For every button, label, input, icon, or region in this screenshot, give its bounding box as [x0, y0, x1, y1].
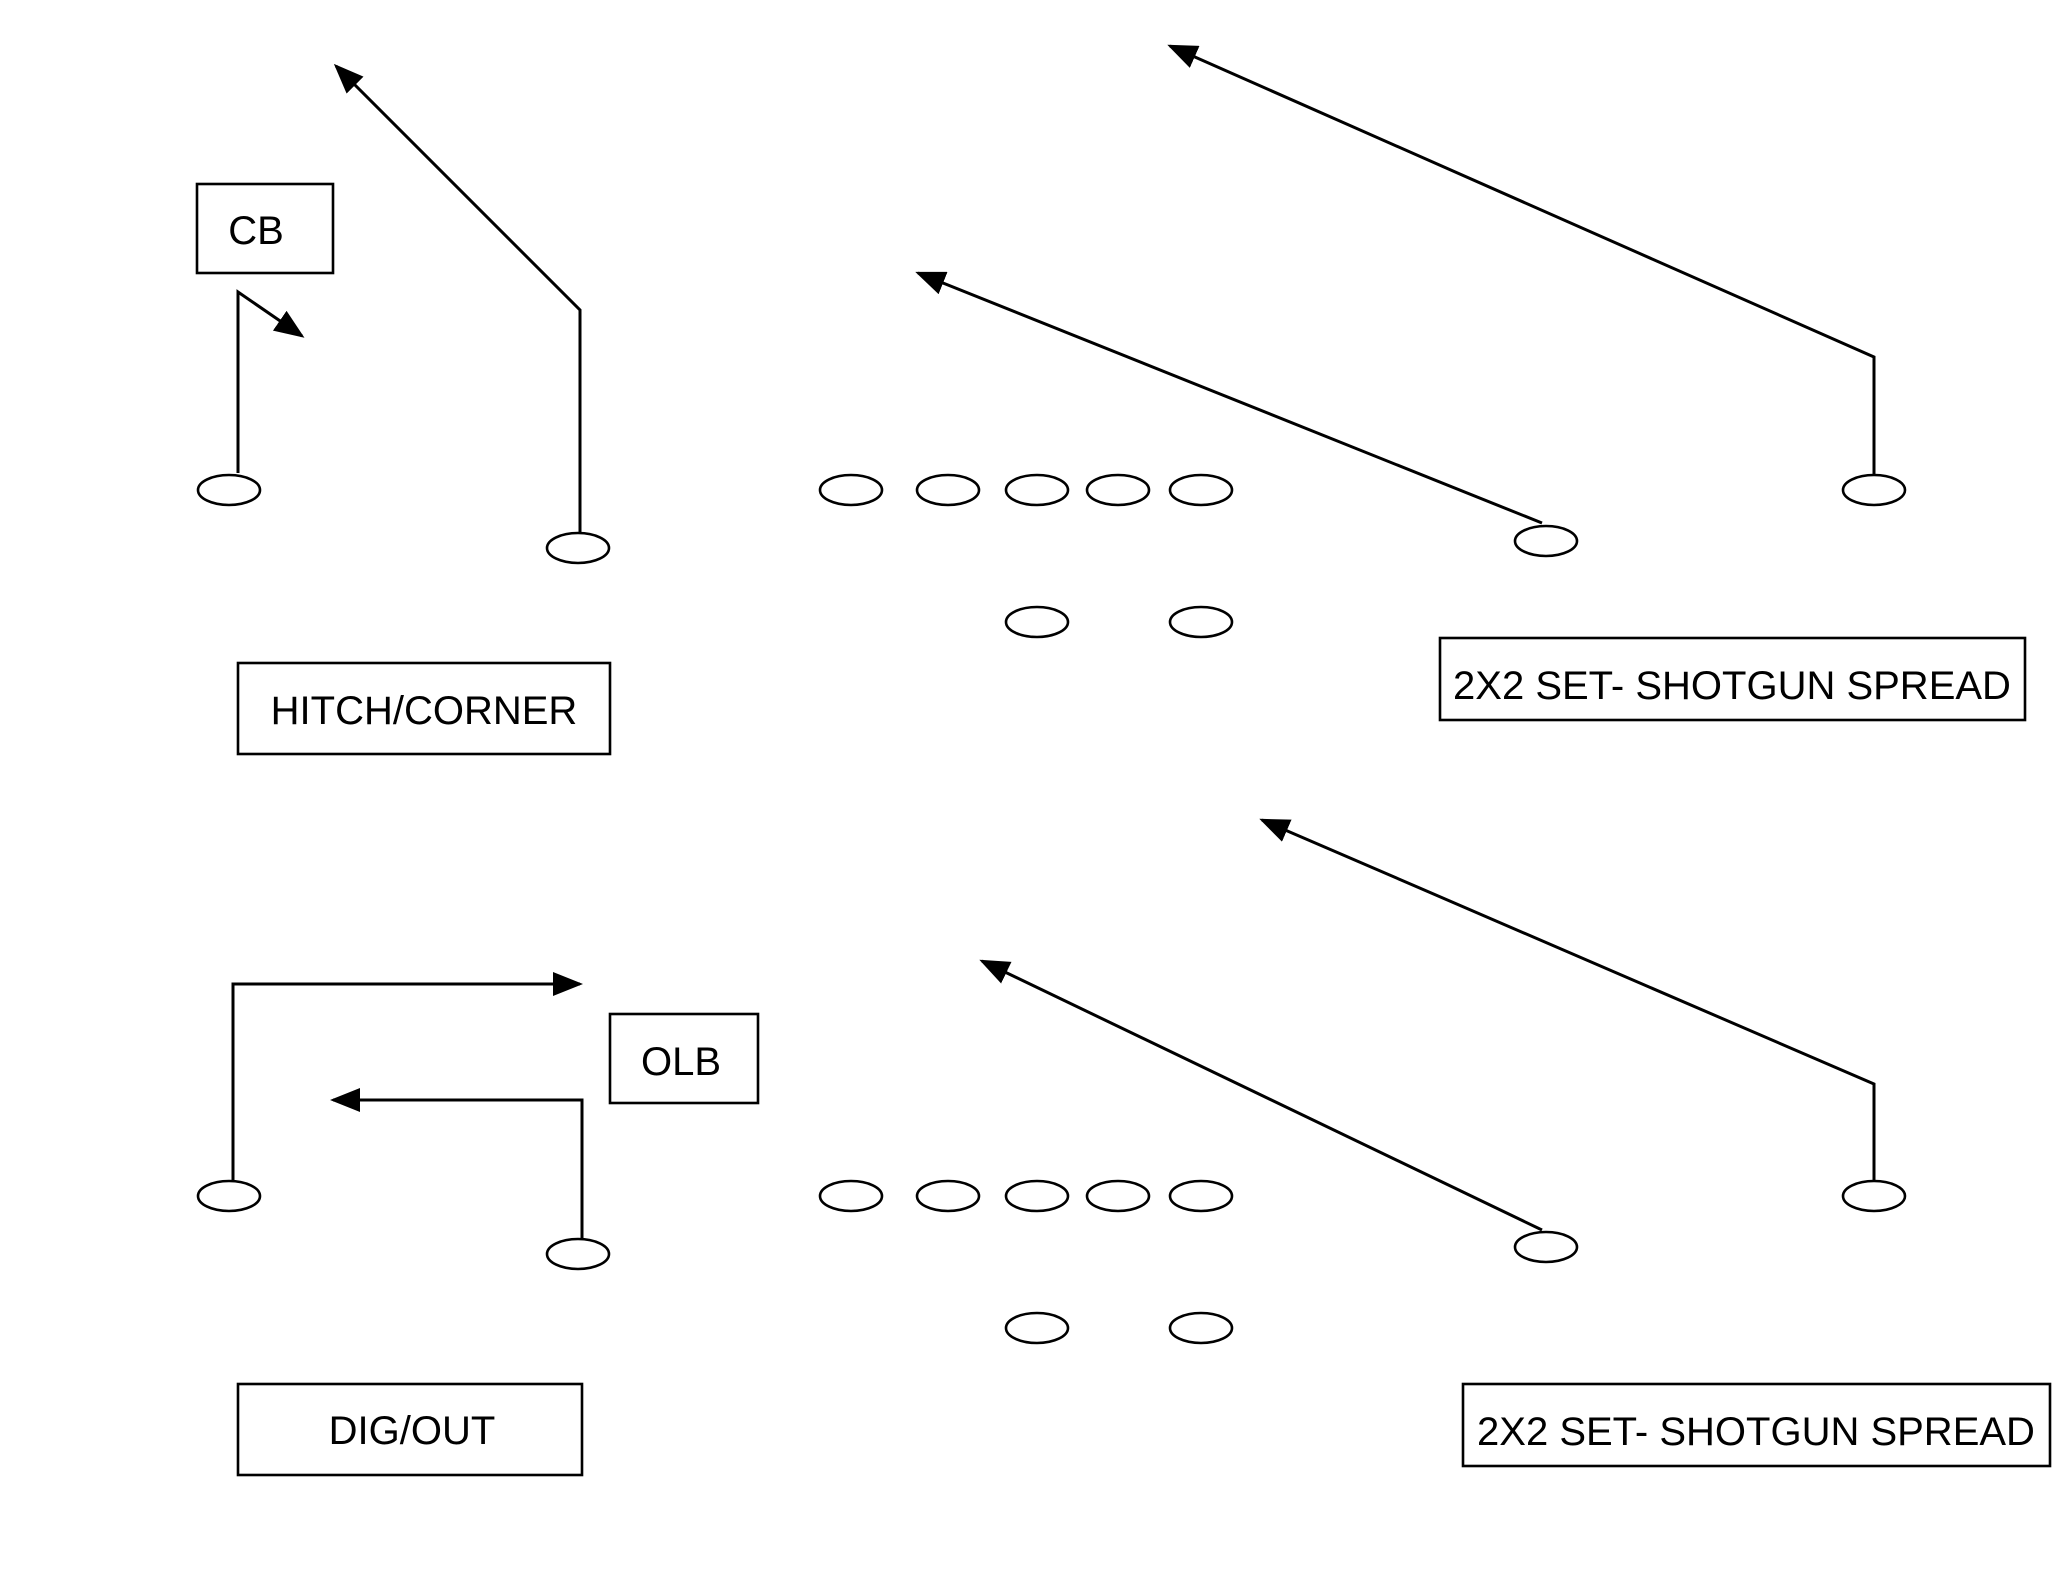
player-c [1004, 473, 1070, 507]
player-wr-left-outside [196, 1179, 262, 1213]
formation-label: 2X2 SET- SHOTGUN SPREAD [1461, 1382, 2052, 1468]
player-lg [915, 1179, 981, 1213]
player-qb [1004, 605, 1070, 639]
route-dig [231, 972, 583, 1180]
concept-label-text: DIG/OUT [329, 1409, 496, 1453]
concept-label-dig-out: DIG/OUT [236, 1382, 584, 1477]
player-rg [1085, 1179, 1151, 1213]
formation-label-text: 2X2 SET- SHOTGUN SPREAD [1453, 664, 2011, 708]
player-wr-left-slot [545, 1237, 611, 1271]
player-qb [1004, 1311, 1070, 1345]
concept-label-hitch-corner: HITCH/CORNER [236, 661, 612, 756]
player-c [1004, 1179, 1070, 1213]
route-slot-right [979, 959, 1543, 1232]
route-hitch [236, 289, 305, 473]
player-lg [915, 473, 981, 507]
route-corner [333, 63, 582, 532]
cb-label: CB [195, 182, 335, 275]
cb-label-text: CB [228, 209, 284, 253]
player-wr-right-slot [1513, 1230, 1579, 1264]
player-rt [1168, 1179, 1234, 1213]
player-rt [1168, 473, 1234, 507]
route-slot-right [915, 271, 1543, 525]
player-wr-right-slot [1513, 524, 1579, 558]
player-wr-right-outside [1841, 473, 1907, 507]
player-wr-right-outside [1841, 1179, 1907, 1213]
player-lt [818, 473, 884, 507]
play-dig-out: OLB DIG/OUT 2X2 SET- SHOTGUN SPREAD [196, 818, 2052, 1477]
route-outside-right [1259, 818, 1876, 1180]
route-outside-right [1167, 44, 1876, 474]
player-wr-left-outside [196, 473, 262, 507]
player-rg [1085, 473, 1151, 507]
formation-label: 2X2 SET- SHOTGUN SPREAD [1438, 636, 2027, 722]
concept-label-text: HITCH/CORNER [271, 689, 578, 733]
player-wr-left-slot [545, 531, 611, 565]
route-out [330, 1088, 584, 1238]
player-rb [1168, 605, 1234, 639]
player-lt [818, 1179, 884, 1213]
player-rb [1168, 1311, 1234, 1345]
play-hitch-corner: CB HITCH/CORNER 2X2 SET- SHOTGUN SPREAD [195, 44, 2027, 756]
olb-label-text: OLB [641, 1040, 721, 1084]
olb-label: OLB [608, 1012, 760, 1105]
formation-label-text: 2X2 SET- SHOTGUN SPREAD [1477, 1410, 2035, 1454]
